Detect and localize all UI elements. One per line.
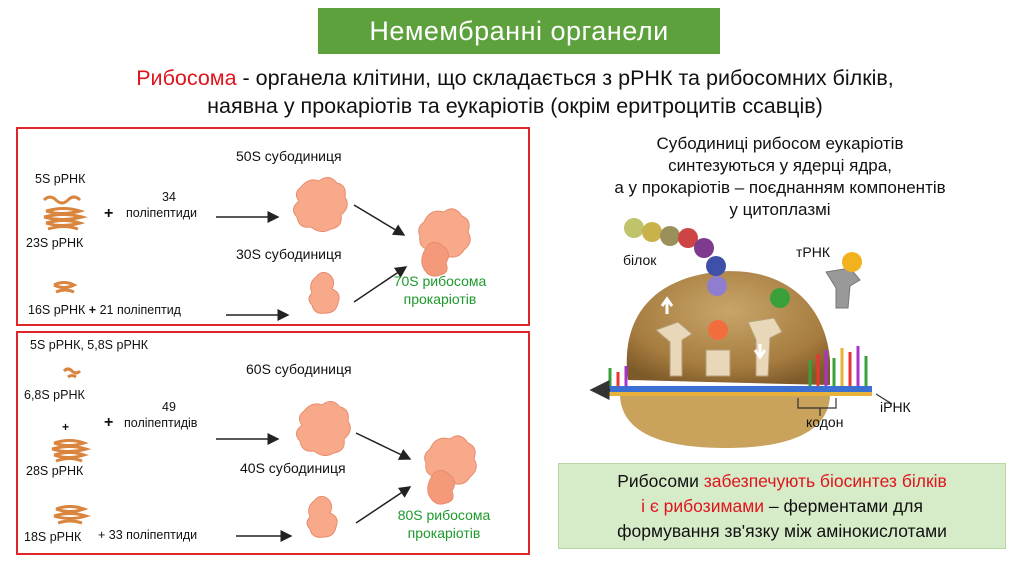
trna-inside-middle bbox=[706, 350, 730, 376]
plus-sign: + bbox=[104, 414, 113, 432]
label-16s-rrna: 16S рРНК + 21 поліпептид bbox=[28, 303, 181, 317]
label-50s-subunit: 50S субодиниця bbox=[236, 148, 342, 164]
rrna-5s-58s-shape bbox=[64, 369, 80, 373]
subunit-30s-shape bbox=[309, 272, 339, 313]
label-40s-subunit: 40S субодиниця bbox=[240, 460, 346, 476]
label-60s-subunit: 60S субодиниця bbox=[246, 361, 352, 377]
amino-acid-free bbox=[842, 252, 862, 272]
label-codon: кодон bbox=[806, 414, 843, 430]
plus-sign: + bbox=[104, 205, 113, 223]
trna-free bbox=[826, 268, 860, 308]
rrna-16s-shape bbox=[54, 283, 74, 293]
rrna-23s-shape bbox=[44, 209, 82, 230]
arrow-50s-to-70s bbox=[354, 205, 404, 235]
label-34: 34 bbox=[162, 190, 176, 204]
amino-acid-right bbox=[770, 288, 790, 308]
subunit-60s-shape bbox=[296, 401, 350, 455]
subunit-40s-shape bbox=[307, 496, 337, 537]
ribosome-definition: Рибосома - органела клітини, що складаєт… bbox=[20, 64, 1010, 120]
label-49: 49 bbox=[162, 400, 176, 414]
definition-line1: - органела клітини, що складається з рРН… bbox=[237, 66, 894, 90]
label-68s-rrna: 6,8S рРНК bbox=[24, 388, 85, 402]
definition-line2: наявна у прокаріотів та еукаріотів (окрі… bbox=[207, 94, 823, 118]
plus-sign-small: + bbox=[62, 420, 69, 434]
ribosome-70s-shape bbox=[419, 209, 471, 276]
label-5s-58s-rrna: 5S рРНК, 5,8S рРНК bbox=[30, 338, 148, 352]
rrna-28s-shape bbox=[52, 441, 86, 462]
term-ribosome: Рибосома bbox=[136, 66, 236, 90]
label-mrna: іРНК bbox=[880, 399, 911, 415]
label-23s-rrna: 23S рРНК bbox=[26, 236, 83, 250]
label-polypeptides-49: поліпептидів bbox=[124, 416, 197, 430]
label-protein: білок bbox=[623, 252, 656, 268]
translation-illustration bbox=[580, 210, 940, 460]
ribosome-80s-shape bbox=[425, 436, 477, 504]
label-polypeptides-34: поліпептиди bbox=[126, 206, 197, 220]
subunit-50s-shape bbox=[293, 177, 347, 231]
label-30s-subunit: 30S субодиниця bbox=[236, 246, 342, 262]
label-18s-rrna: 18S рРНК bbox=[24, 530, 81, 544]
ribosome-function-summary: Рибосоми забезпечують біосинтез білків і… bbox=[558, 463, 1006, 549]
rrna-18s-shape bbox=[54, 507, 86, 524]
label-trna: тРНК bbox=[796, 244, 830, 260]
label-33-polypeptides: + 33 поліпептиди bbox=[98, 528, 197, 542]
subunit-synthesis-text: Субодиниці рибосом еукаріотів синтезують… bbox=[540, 133, 1020, 221]
arrow-60s-to-80s bbox=[356, 433, 410, 459]
slide-title: Немембранні органели bbox=[318, 8, 720, 54]
rrna-5s-shape bbox=[44, 197, 80, 203]
amino-acid-middle bbox=[708, 320, 728, 340]
label-28s-rrna: 28S рРНК bbox=[26, 464, 83, 478]
label-5s-rrna: 5S рРНК bbox=[35, 172, 85, 186]
